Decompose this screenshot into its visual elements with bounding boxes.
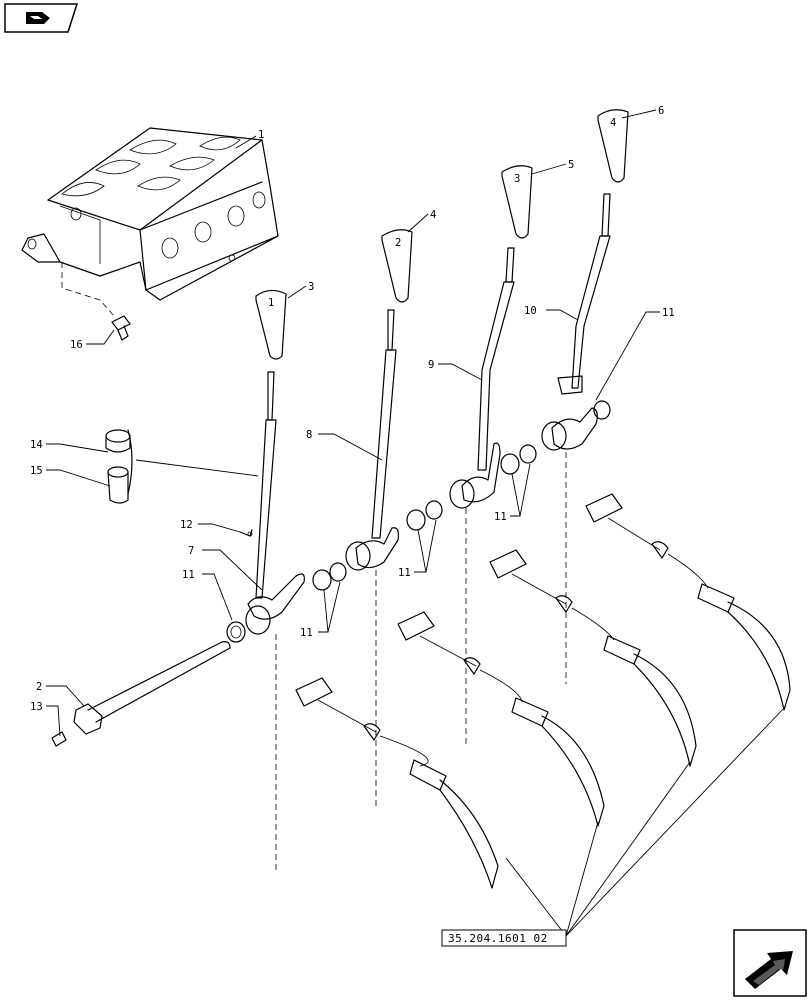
control-housing [21,127,279,301]
previous-page-button[interactable] [4,3,79,33]
callout-11-d: 11 [398,567,411,579]
callout-14: 14 [30,439,43,451]
knob-4: 4 [597,109,629,183]
callout-4: 4 [430,209,436,221]
callout-10: 10 [524,305,537,317]
knob-2-number: 2 [395,237,401,249]
callout-2: 2 [36,681,42,693]
knob-1: 1 [255,289,287,360]
cable-3 [489,549,697,767]
callout-1: 1 [258,129,264,141]
bushing-14 [105,429,131,453]
dashed-alignment-lines [275,452,567,874]
shaft-2 [73,641,231,735]
next-page-button[interactable] [733,929,807,997]
callout-8: 8 [306,429,312,441]
bushing-15 [107,466,129,504]
callout-11-a: 11 [662,307,675,319]
callout-7: 7 [188,545,194,557]
callout-15: 15 [30,465,43,477]
knob-3: 3 [501,165,533,239]
callout-11-e: 11 [494,511,507,523]
knob-1-number: 1 [268,297,274,309]
bolt-13 [51,731,67,747]
knob-2: 2 [381,229,413,303]
callout-16: 16 [70,339,83,351]
callout-5: 5 [568,159,574,171]
bracket-14-15 [127,429,133,495]
callout-3: 3 [308,281,314,293]
bolt-16 [111,315,131,341]
reference-code-box[interactable]: 35.204.1601 02 [441,929,567,947]
knob-4-number: 4 [610,117,616,129]
callout-9: 9 [428,359,434,371]
knob-3-number: 3 [514,173,520,185]
callout-13: 13 [30,701,43,713]
reference-code[interactable]: 35.204.1601 02 [448,932,548,945]
leader-lines [46,109,787,937]
lever-8 [345,309,399,571]
cable-4 [585,493,791,711]
callout-labels: 1 2 3 4 5 6 7 8 9 10 11 11 11 11 11 12 1… [30,105,675,713]
pin-12 [239,529,253,537]
callout-12: 12 [180,519,193,531]
lever-7 [245,371,305,635]
lever-10 [541,193,611,451]
callout-11-c: 11 [300,627,313,639]
cable-1 [295,677,499,889]
lever-9 [449,247,515,509]
forward-arrow-icon [733,929,807,997]
back-arrow-icon [4,3,79,33]
cable-2 [397,611,605,827]
washers-11 [226,400,611,643]
callout-6: 6 [658,105,664,117]
callout-11-b: 11 [182,569,195,581]
